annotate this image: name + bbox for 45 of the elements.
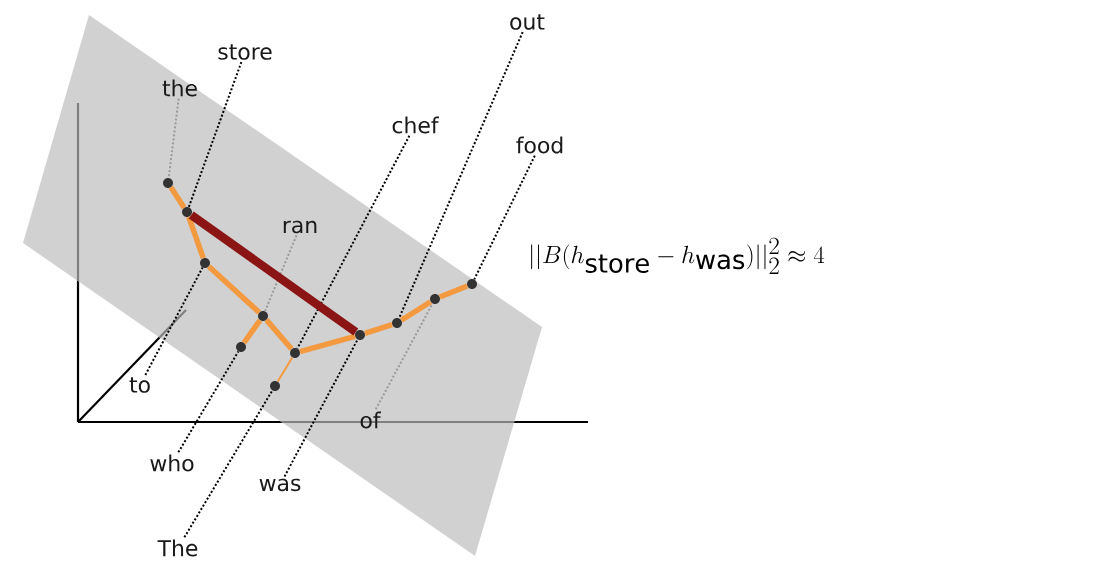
leader-line — [374, 302, 434, 411]
leader-line — [283, 338, 359, 478]
point-marker — [392, 318, 402, 328]
leader-line — [167, 97, 180, 179]
word-label: who — [150, 454, 194, 472]
word-label: of — [360, 411, 381, 429]
distance-line — [188, 211, 359, 336]
word-label: was — [259, 478, 301, 492]
word-label: food — [516, 136, 563, 154]
word-label: ran — [283, 220, 317, 234]
tree-edge — [276, 356, 294, 383]
point-marker — [430, 294, 440, 304]
leader-line — [187, 61, 243, 209]
tree-edge — [438, 283, 469, 300]
formula: $||B(h_{\mathrm{store}} - h_{\mathrm{was}})||_2^2 \approx 4$ — [531, 237, 825, 274]
point-marker — [258, 311, 268, 321]
leader-line — [398, 31, 524, 320]
tree-edge — [186, 215, 206, 259]
tree-edge — [168, 185, 187, 210]
point-marker — [467, 279, 477, 289]
tree-edge — [364, 321, 393, 336]
leader-line — [296, 134, 411, 350]
leader-line — [473, 154, 536, 281]
leader-line — [177, 350, 240, 454]
leader-line — [183, 389, 274, 539]
tree-edge — [207, 264, 262, 315]
word-label: chef — [392, 116, 439, 134]
word-label: the — [162, 79, 197, 97]
word-label: to — [129, 377, 150, 393]
point-marker — [182, 207, 192, 217]
leader-line — [144, 266, 204, 376]
point-marker — [163, 178, 173, 188]
tree-edge — [241, 318, 263, 345]
word-label: out — [510, 14, 545, 30]
point-marker — [236, 342, 246, 352]
tree-edge — [264, 318, 294, 351]
point-marker — [290, 348, 300, 358]
point-marker — [355, 330, 365, 340]
word-label: The — [157, 539, 198, 557]
point-marker — [270, 381, 280, 391]
point-marker — [200, 258, 210, 268]
tree-edge — [299, 333, 356, 355]
tree-edge — [399, 299, 433, 323]
word-label: store — [218, 44, 272, 60]
leader-line — [264, 234, 298, 313]
